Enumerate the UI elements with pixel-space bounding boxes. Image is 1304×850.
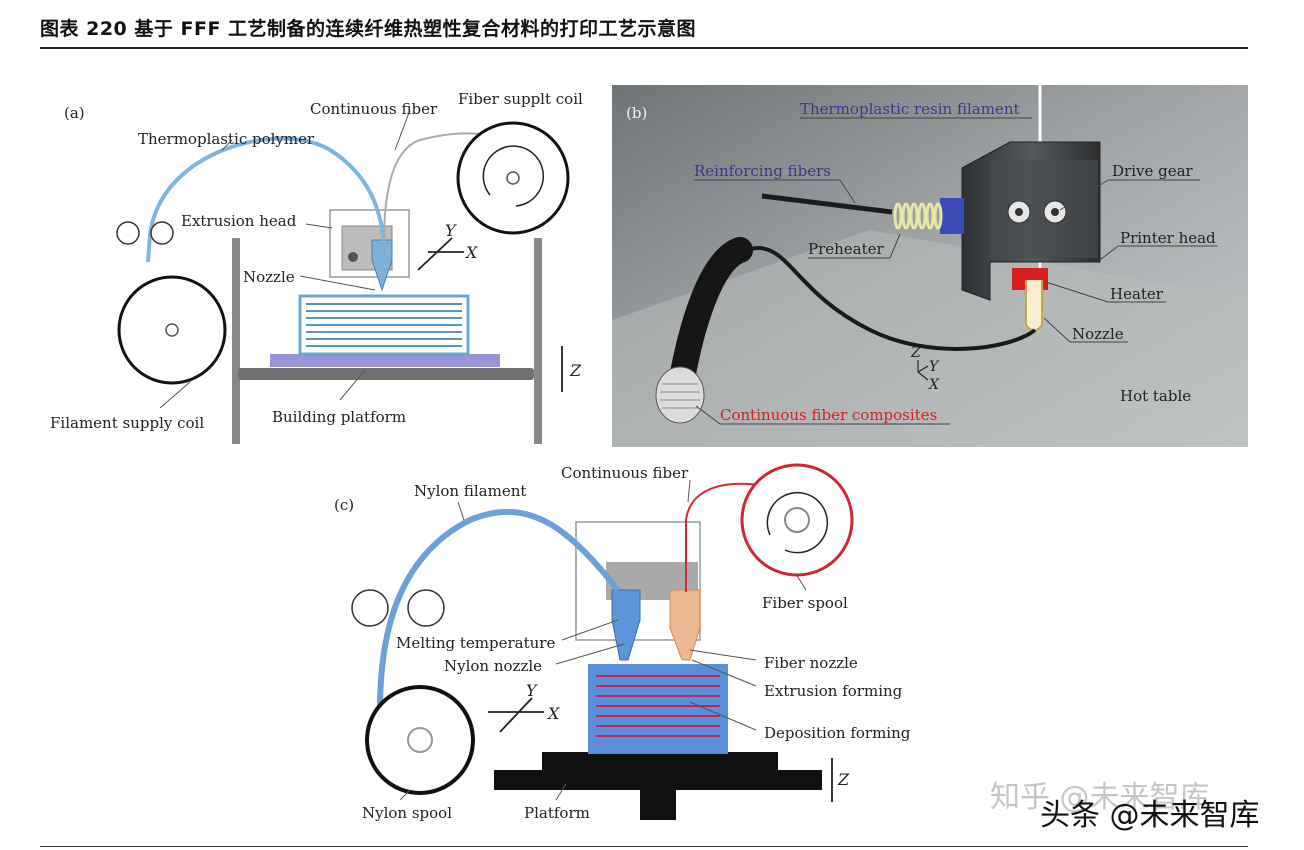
label-deposition-forming: Deposition forming [764, 724, 911, 742]
axis-a-z: Z [569, 361, 582, 380]
nylon-roller-right [407, 589, 445, 627]
label-reinforcing-fibers: Reinforcing fibers [694, 162, 831, 180]
label-fiber-nozzle: Fiber nozzle [764, 654, 858, 672]
label-nylon-nozzle: Nylon nozzle [444, 657, 542, 675]
panel-c: (c) Y X Z [334, 463, 911, 822]
label-continuous-fiber-c: Continuous fiber [561, 464, 689, 482]
label-preheater: Preheater [808, 240, 885, 258]
watermark-toutiao: 头条 @未来智库 [1040, 798, 1260, 833]
label-building-platform: Building platform [272, 408, 406, 426]
label-heater: Heater [1110, 285, 1164, 303]
reinforcing-fiber-rod [761, 193, 893, 215]
label-nylon-filament: Nylon filament [414, 482, 526, 500]
extrusion-head-box [329, 209, 410, 278]
axis-b-y: Y [929, 359, 940, 375]
panel-b: (b) Z Y X [612, 85, 1248, 447]
label-nozzle-b: Nozzle [1072, 325, 1124, 343]
stack-fiber-lines [596, 675, 720, 737]
label-extrusion-forming: Extrusion forming [764, 682, 903, 700]
figure-title: 图表 220 基于 FFF 工艺制备的连续纤维热塑性复合材料的打印工艺示意图 [40, 18, 697, 40]
label-melting-temperature: Melting temperature [396, 634, 555, 652]
label-continuous-fiber-composites: Continuous fiber composites [720, 406, 937, 424]
fiber-coil-hub [506, 171, 520, 185]
label-fiber-supply-coil: Fiber supplt coil [458, 90, 583, 108]
drive-roller-left [116, 221, 140, 245]
label-platform: Platform [524, 804, 590, 822]
preheater-coil [893, 202, 943, 230]
axis-c-y: Y [526, 681, 538, 700]
axis-b-z: Z [910, 345, 921, 361]
composite-cable-strands [660, 383, 700, 409]
nylon-filament-line [377, 508, 621, 711]
bottom-rule [40, 846, 1248, 847]
composite-cable-end [655, 366, 705, 424]
label-continuous-fiber-a: Continuous fiber [310, 100, 438, 118]
build-plate [270, 354, 500, 367]
label-nozzle-a: Nozzle [243, 268, 295, 286]
head-roller [348, 252, 358, 262]
watermark-zhihu: 知乎 @未来智库 [990, 780, 1210, 815]
label-nylon-spool: Nylon spool [362, 804, 452, 822]
label-filament-supply-coil: Filament supply coil [50, 414, 204, 432]
print-head-c-box [575, 521, 701, 641]
frame-left-post [232, 238, 240, 444]
panel-b-tag: (b) [626, 104, 647, 122]
panel-a-leaders [159, 109, 411, 409]
platform-c-stem [640, 790, 676, 820]
filament-coil-hub [165, 323, 179, 337]
panel-c-leaders [399, 479, 807, 801]
platform-c-top [542, 752, 778, 772]
axes-c-icon [488, 697, 833, 802]
nylon-spool-hub [407, 727, 433, 753]
platform-c-base [494, 770, 822, 790]
axes-b-icon [917, 360, 929, 381]
fiber-spool-hub [784, 507, 810, 533]
fiber-nozzle-shape [669, 589, 701, 661]
frame-right-post [534, 238, 542, 444]
axis-b-x: X [928, 377, 940, 393]
fiber-coil-rotation-arrow [482, 145, 545, 207]
preheater-cap [940, 198, 964, 234]
label-thermoplastic-resin-filament: Thermoplastic resin filament [800, 100, 1020, 118]
label-fiber-spool: Fiber spool [762, 594, 848, 612]
nozzle-a-shape [371, 239, 393, 292]
continuous-fiber-c-line [685, 482, 761, 592]
axis-a-y: Y [445, 221, 457, 240]
axes-a-icon [417, 237, 563, 392]
nozzle-b-shape [1025, 280, 1043, 332]
top-rule [40, 47, 1248, 49]
axis-a-x: X [464, 243, 478, 262]
nylon-roller-left [351, 589, 389, 627]
panel-b-leaders [694, 117, 1218, 425]
part-layers [306, 303, 462, 347]
axis-c-x: X [546, 704, 560, 723]
hot-table-surface [612, 230, 1248, 447]
label-printer-head: Printer head [1120, 229, 1216, 247]
panel-a: (a) [50, 90, 583, 444]
fiber-spool-rotation-arrow [766, 491, 829, 554]
drive-roller-right [150, 221, 174, 245]
label-extrusion-head: Extrusion head [181, 212, 297, 230]
axis-c-z: Z [837, 770, 850, 789]
label-thermoplastic-polymer: Thermoplastic polymer [138, 130, 315, 148]
nylon-nozzle-shape [611, 589, 641, 661]
deposition-stack [588, 664, 728, 754]
panel-c-tag: (c) [334, 496, 354, 514]
panel-a-tag: (a) [64, 104, 85, 122]
thermoplastic-filament [146, 136, 386, 263]
label-drive-gear: Drive gear [1112, 162, 1194, 180]
label-hot-table: Hot table [1120, 387, 1191, 405]
platform-bar [238, 368, 534, 380]
